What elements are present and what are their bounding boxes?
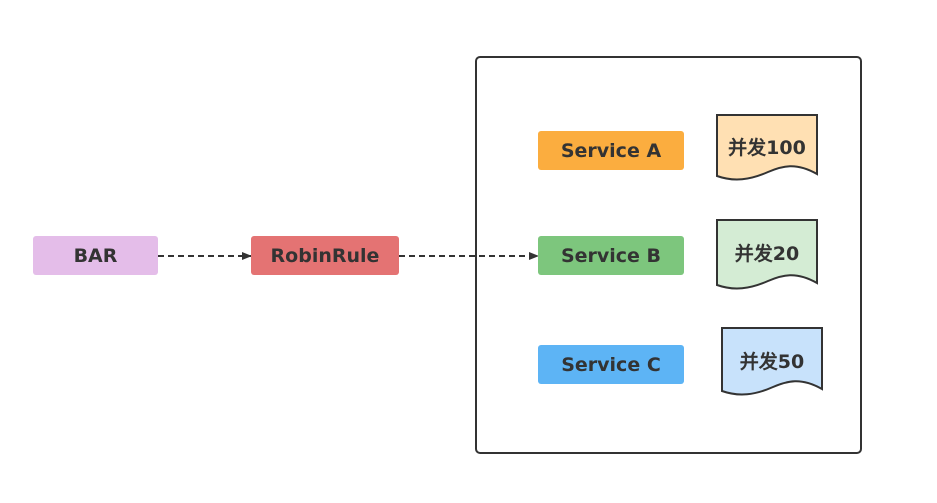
concurrency-doc-b-shape (716, 219, 818, 290)
service-c-label: Service C (561, 353, 661, 376)
service-group-container (475, 56, 862, 454)
concurrency-doc-c[interactable] (721, 327, 825, 397)
bar-node-label: BAR (73, 244, 118, 267)
robinrule-node[interactable]: RobinRule (251, 236, 399, 275)
bar-node[interactable]: BAR (33, 236, 158, 275)
service-a-node[interactable]: Service A (538, 131, 684, 170)
concurrency-doc-a[interactable] (716, 114, 820, 182)
concurrency-doc-b[interactable] (716, 219, 820, 291)
concurrency-doc-c-label: 并发50 (739, 350, 805, 373)
service-c-node[interactable]: Service C (538, 345, 684, 384)
concurrency-doc-a-label: 并发100 (728, 136, 806, 159)
concurrency-doc-b-label: 并发20 (734, 242, 800, 265)
service-a-label: Service A (560, 139, 662, 162)
concurrency-doc-c-shape (721, 327, 823, 396)
concurrency-doc-a-shape (716, 114, 818, 181)
robinrule-node-label: RobinRule (270, 244, 380, 267)
service-b-label: Service B (560, 244, 662, 267)
service-b-node[interactable]: Service B (538, 236, 684, 275)
